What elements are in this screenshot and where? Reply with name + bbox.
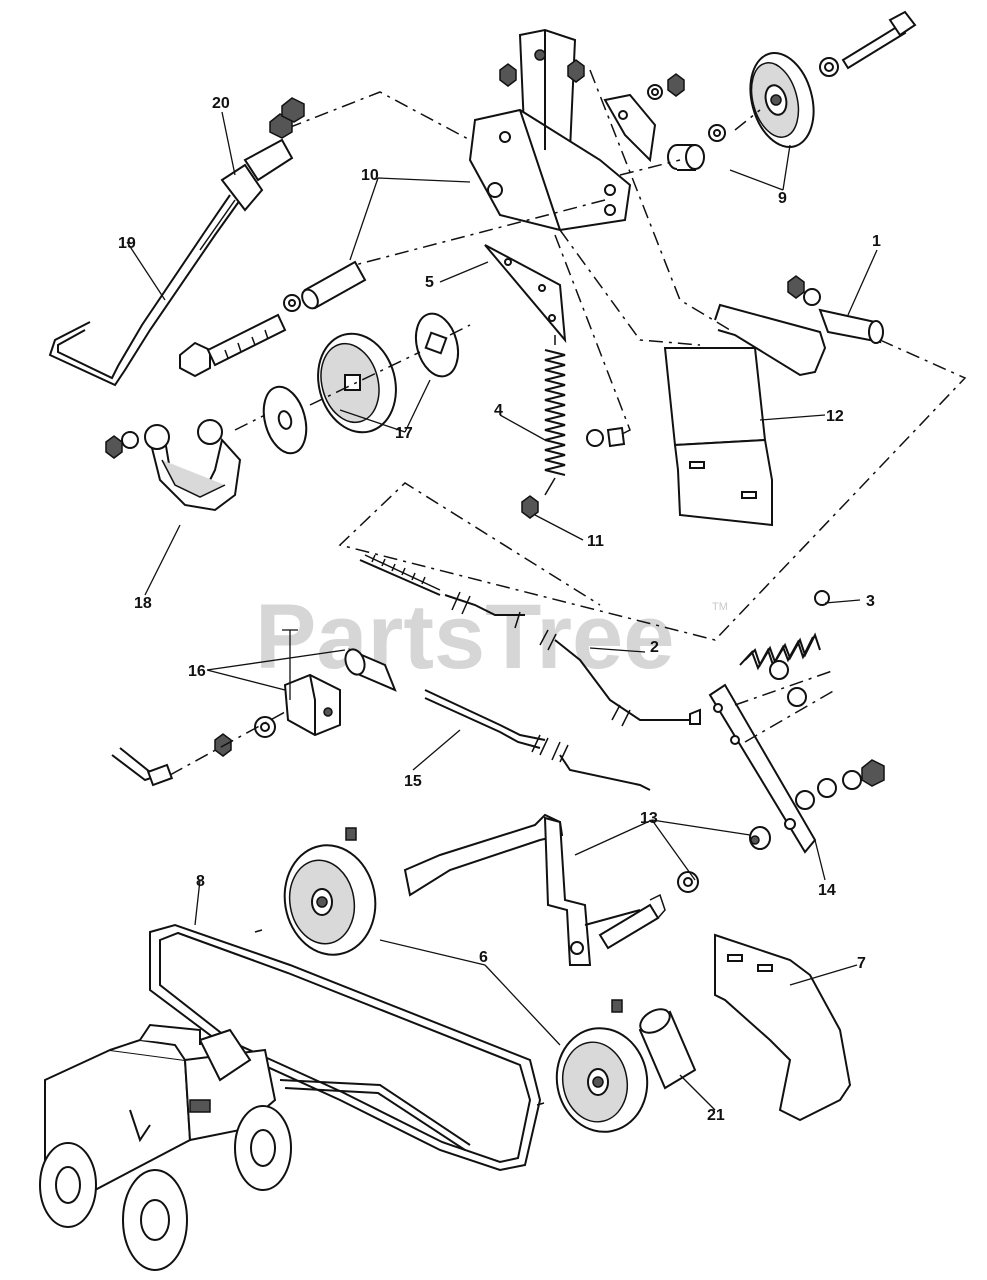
callout-15: 15 — [404, 773, 422, 790]
rod-bushing[interactable] — [342, 647, 397, 692]
washer[interactable] — [803, 288, 821, 306]
callout-16: 16 — [188, 663, 206, 680]
pivot-bushing[interactable] — [677, 871, 699, 893]
set-screw[interactable] — [345, 827, 357, 841]
callout-2: 2 — [650, 639, 659, 656]
bracket-hole — [618, 110, 628, 120]
assembly-line — [169, 711, 286, 776]
washer-hole — [651, 88, 659, 96]
hex-nut[interactable] — [521, 495, 539, 519]
assembly-line — [619, 109, 761, 176]
callout-14: 14 — [818, 882, 836, 899]
mounting-bracket[interactable] — [468, 28, 632, 232]
assembly-line — [354, 199, 606, 266]
hex-nut[interactable] — [567, 59, 585, 83]
callout-9: 9 — [778, 190, 787, 207]
drive-pulley[interactable] — [276, 838, 384, 962]
callout-1: 1 — [872, 233, 881, 250]
brake-rod[interactable] — [424, 689, 651, 791]
washer[interactable] — [817, 778, 837, 798]
control-rod[interactable] — [359, 554, 701, 727]
callout-17: 17 — [395, 425, 413, 442]
hex-nut[interactable] — [787, 275, 805, 299]
watermark-text: PartsTree — [255, 586, 674, 688]
callout-20: 20 — [212, 95, 230, 112]
callout-7: 7 — [857, 955, 866, 972]
clevis[interactable] — [220, 138, 294, 212]
hex-nut[interactable] — [667, 73, 685, 97]
washer-hole — [824, 62, 834, 72]
callout-12: 12 — [826, 408, 844, 425]
washer-hole — [713, 129, 721, 137]
washer[interactable] — [787, 687, 807, 707]
leader-lines — [126, 111, 878, 1111]
pulley-spacer[interactable] — [636, 1004, 697, 1090]
assembly-line — [234, 414, 266, 431]
assembly-line — [554, 234, 631, 441]
key[interactable] — [254, 929, 263, 933]
shift-rod[interactable] — [48, 194, 241, 387]
drum-hub[interactable] — [409, 309, 464, 381]
pivot-bolt[interactable] — [179, 313, 287, 378]
callout-3: 3 — [866, 593, 875, 610]
hex-nut[interactable] — [281, 97, 305, 123]
callout-13: 13 — [640, 810, 658, 827]
assembly-line — [734, 669, 836, 743]
callout-10: 10 — [361, 167, 379, 184]
watermark-trademark: TM — [712, 601, 728, 613]
assembly-line — [287, 91, 471, 141]
bushing[interactable] — [299, 260, 367, 311]
brake-band[interactable] — [144, 419, 242, 512]
hex-nut[interactable] — [861, 759, 885, 787]
washer[interactable] — [586, 429, 604, 447]
hex-nut[interactable] — [499, 63, 517, 87]
callout-5: 5 — [425, 274, 434, 291]
washer[interactable] — [795, 790, 815, 810]
pivot-bushing[interactable] — [749, 826, 771, 850]
assembly-line — [309, 324, 471, 406]
clutch-lever[interactable] — [714, 303, 884, 377]
spring-plate[interactable] — [484, 244, 567, 344]
shoulder-bolt[interactable] — [841, 10, 917, 70]
callout-6: 6 — [479, 949, 488, 966]
assembly-line — [338, 339, 967, 641]
shift-handle[interactable] — [111, 747, 174, 787]
extension-spring[interactable] — [544, 335, 566, 496]
lock-washer[interactable] — [606, 426, 626, 448]
washer[interactable] — [769, 660, 789, 680]
washer-hole — [260, 722, 270, 732]
pivot-shaft[interactable] — [598, 893, 666, 950]
retaining-clip[interactable] — [784, 818, 796, 830]
washer[interactable] — [121, 431, 139, 449]
spacer-bushing[interactable] — [667, 144, 705, 171]
tractor-illustration — [39, 1023, 292, 1271]
callout-18: 18 — [134, 595, 152, 612]
brake-drum[interactable] — [257, 382, 313, 458]
hex-nut[interactable] — [269, 113, 293, 139]
callout-11: 11 — [587, 533, 604, 550]
bracket-arm[interactable] — [603, 93, 657, 163]
callout-19: 19 — [118, 235, 136, 252]
callout-8: 8 — [196, 873, 205, 890]
belt-guide[interactable] — [714, 933, 852, 1122]
callout-4: 4 — [494, 402, 503, 419]
set-screw[interactable] — [611, 999, 623, 1013]
hex-nut[interactable] — [214, 733, 232, 757]
return-spring[interactable] — [739, 590, 830, 671]
idler-pulley[interactable] — [741, 46, 824, 154]
bracket-clip[interactable] — [283, 673, 341, 737]
washer[interactable] — [842, 770, 862, 790]
lower-pulley[interactable] — [549, 1021, 656, 1139]
assembly-line — [559, 229, 701, 346]
callout-21: 21 — [707, 1107, 725, 1124]
leader-line — [282, 629, 298, 700]
hex-nut[interactable] — [105, 435, 123, 459]
washer-hole — [288, 299, 296, 307]
cover-plate[interactable] — [663, 347, 773, 527]
clutch-pedal-arm[interactable] — [403, 813, 641, 966]
